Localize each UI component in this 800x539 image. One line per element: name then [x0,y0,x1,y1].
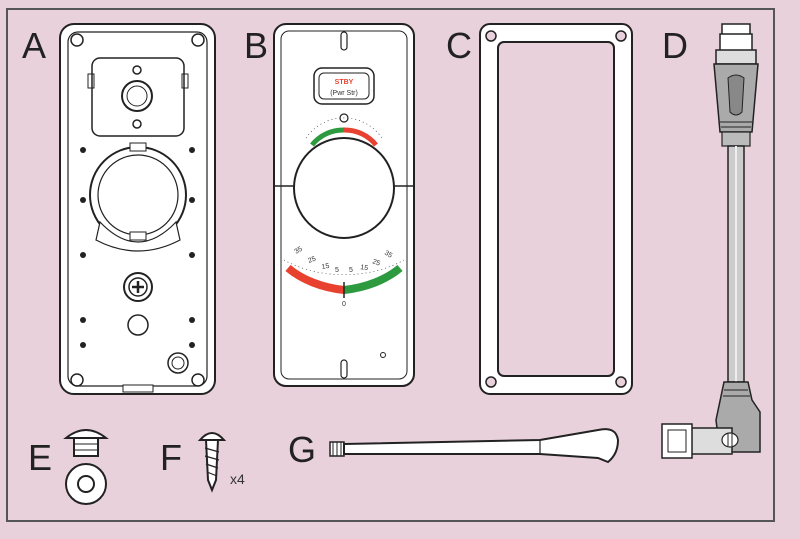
part-b-faceplate: B STBY (Pwr Str) 35 25 15 5 5 15 [244,23,415,387]
scale-left-5: 5 [335,267,339,274]
part-f-screws: F x4 [160,432,245,493]
scale-center-zero: 0 [342,301,346,308]
label-b: B [244,25,268,66]
label-a: A [22,25,46,66]
label-c: C [446,25,472,66]
part-d-cable: D [661,23,761,459]
part-e-screw-washer: E [28,429,109,505]
scale-left-25: 25 [307,256,317,265]
label-d: D [662,25,688,66]
part-c-gasket: C [446,23,633,395]
scale-left-15: 15 [321,263,330,271]
scale-left-35: 35 [294,246,304,256]
scale-right-5: 5 [349,267,353,274]
part-g-antenna: G [288,428,620,470]
label-g: G [288,429,316,470]
part-a-mounting-bracket: A [22,23,216,395]
label-e: E [28,437,52,478]
button-top-text: STBY [335,79,354,86]
screw-quantity: x4 [230,471,245,487]
label-f: F [160,437,182,478]
rudder-scale: 35 25 15 5 5 15 25 35 0 [283,246,405,308]
diagram-border [6,8,775,522]
button-bottom-text: (Pwr Str) [330,90,358,97]
scale-right-15: 15 [360,264,369,272]
scale-right-25: 25 [371,258,381,267]
scale-right-35: 35 [383,250,393,260]
